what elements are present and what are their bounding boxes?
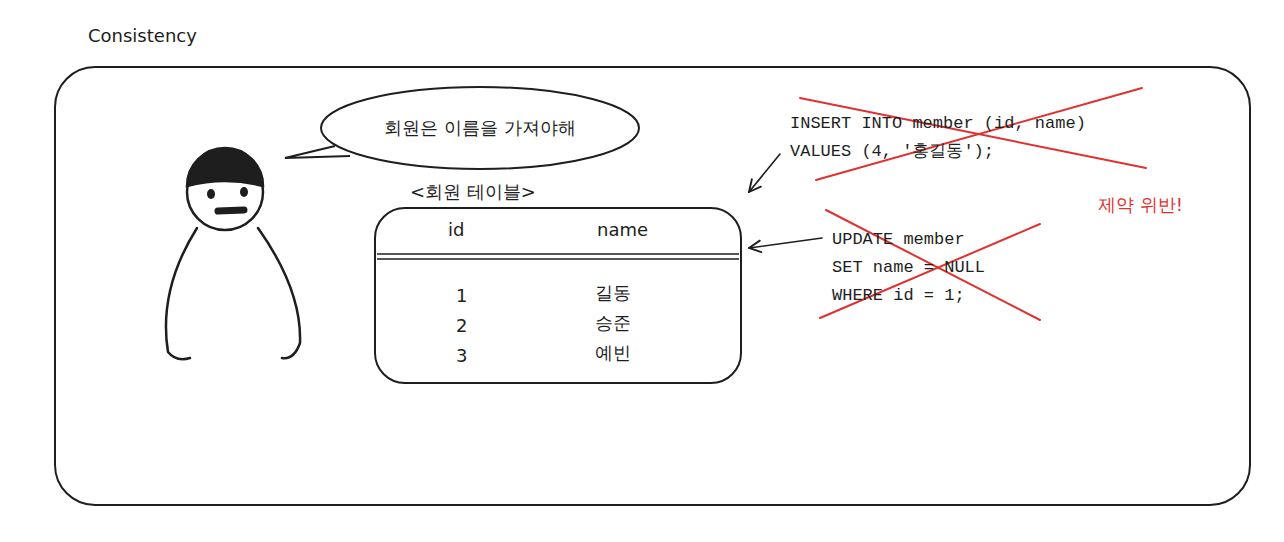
table-outline bbox=[375, 180, 741, 385]
code-text: UPDATE member SET name = NULL WHERE id =… bbox=[832, 226, 1002, 310]
arrow-connector bbox=[749, 154, 780, 192]
table-cell: 길동 bbox=[595, 281, 631, 304]
frame bbox=[55, 67, 1250, 505]
title: Consistency bbox=[88, 24, 197, 47]
column-header: id bbox=[448, 218, 464, 241]
violation-note: 제약 위반! bbox=[1098, 193, 1183, 216]
column-header: name bbox=[597, 218, 648, 241]
member-table: <회원 테이블> bbox=[375, 180, 741, 385]
table-cell: 1 bbox=[456, 284, 467, 307]
table-heading: <회원 테이블> bbox=[410, 180, 536, 204]
stick-figure bbox=[166, 148, 300, 359]
sql-statement: INSERT INTO member (id, name) VALUES (4,… bbox=[790, 110, 1110, 166]
speech-bubble: 회원은 이름을 가져야해 bbox=[320, 86, 640, 170]
speech-text: 회원은 이름을 가져야해 bbox=[384, 116, 575, 140]
arrow-connector bbox=[749, 238, 822, 248]
sql-statement: UPDATE member SET name = NULL WHERE id =… bbox=[832, 226, 1002, 310]
code-text: INSERT INTO member (id, name) VALUES (4,… bbox=[790, 110, 1110, 166]
table-cell: 3 bbox=[456, 344, 467, 367]
table-cell: 예빈 bbox=[595, 341, 631, 364]
table-cell: 승준 bbox=[595, 311, 631, 334]
table-cell: 2 bbox=[456, 314, 467, 337]
